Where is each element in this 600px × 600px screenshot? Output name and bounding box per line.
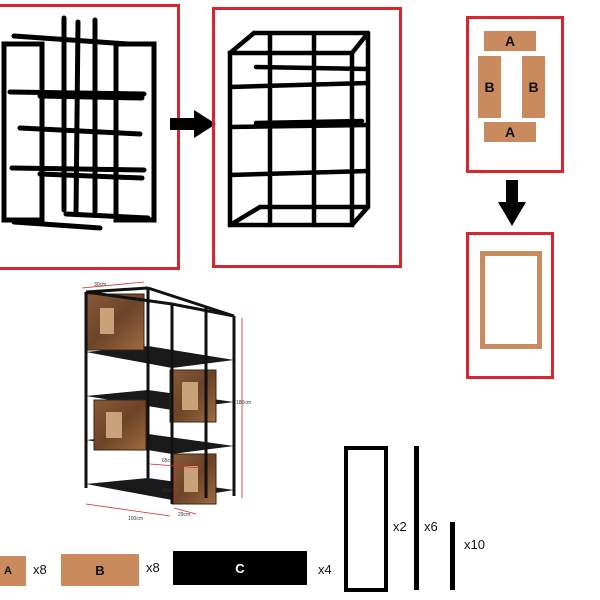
dim-width-label: 100cm (128, 516, 143, 522)
long-bar-count: x6 (424, 519, 438, 534)
dim-inner-height-label: 30cm (162, 488, 174, 494)
long-bar-part (414, 446, 419, 590)
horizontal-bar (17, 125, 143, 137)
short-bar-part (450, 522, 455, 590)
dim-inner-depth-label: 29cm (178, 512, 190, 518)
side-frame-count: x2 (393, 519, 407, 534)
panel-b-left: B (478, 56, 501, 118)
assembled-wood-box (480, 251, 542, 349)
horizontal-bar (11, 33, 131, 47)
horizontal-bar (37, 171, 145, 181)
horizontal-bar (63, 211, 151, 221)
vertical-bar (73, 19, 81, 217)
loose-bars-frame (0, 4, 180, 270)
horizontal-bar (7, 89, 147, 97)
panel-layout-frame (466, 16, 564, 173)
part-a-panel: A (0, 556, 26, 586)
part-b-count: x8 (146, 560, 160, 575)
loose-bars-sketch (1, 15, 157, 231)
dim-inner-width-label: 65cm (162, 458, 174, 464)
arrow-down-icon (498, 180, 526, 226)
part-a-count: x8 (33, 562, 47, 577)
horizontal-bar (37, 93, 145, 101)
assembled-frame-box (212, 7, 402, 268)
side-frame-part (344, 446, 388, 592)
arrow-right-icon (170, 110, 216, 138)
left-side-frame (1, 41, 45, 223)
horizontal-bar (11, 219, 103, 231)
panel-b-right: B (522, 56, 545, 118)
dim-depth-label: 30cm (94, 282, 106, 288)
part-c-count: x4 (318, 562, 332, 577)
panel-a-top: A (484, 31, 536, 51)
dim-height-label: 180cm (236, 400, 251, 406)
horizontal-bar (9, 165, 147, 173)
assembled-box-frame (466, 232, 554, 379)
bookshelf-photo: 30cm 180cm 100cm 65cm 30cm 29cm (81, 281, 251, 522)
panel-a-bottom: A (484, 122, 536, 142)
short-bar-count: x10 (464, 537, 485, 552)
assembled-frame-sketch (227, 30, 371, 228)
part-c-plank: C (173, 551, 307, 585)
part-b-panel: B (61, 554, 139, 586)
